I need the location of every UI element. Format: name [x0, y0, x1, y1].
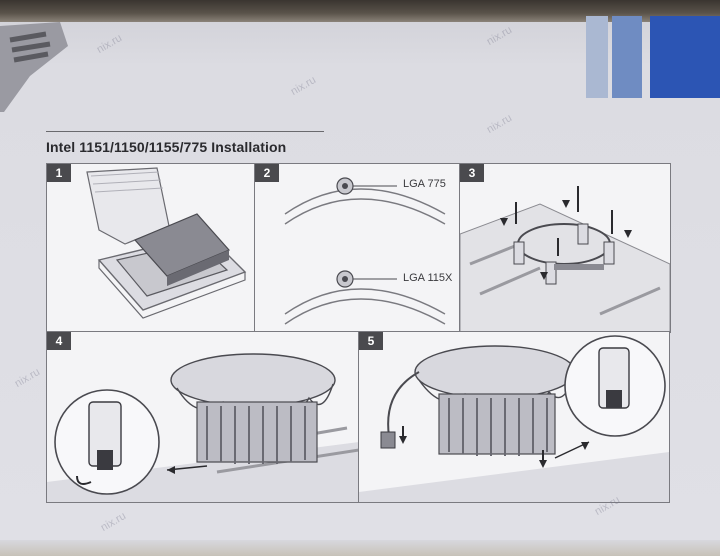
watermark: nix.ru	[12, 366, 43, 390]
page-title: Intel 1151/1150/1155/775 Installation	[46, 139, 287, 155]
corner-fan-graphic	[0, 22, 68, 112]
watermark: nix.ru	[98, 510, 129, 534]
lga-115x-label: LGA 115X	[403, 272, 453, 284]
step-panel-4: 4	[46, 331, 360, 503]
cooler-mounting-illustration	[47, 353, 359, 502]
step-number: 3	[460, 164, 484, 182]
watermark: nix.ru	[484, 24, 515, 48]
step-panel-1: 1	[46, 163, 256, 333]
step-panel-5: 5	[358, 331, 670, 503]
mounting-hole-illustration	[284, 177, 446, 325]
blue-stripe-dark	[650, 16, 720, 98]
blue-stripe-mid	[612, 16, 642, 98]
watermark: nix.ru	[288, 74, 319, 98]
fan-connect-illustration	[359, 335, 669, 502]
heading-rule	[46, 131, 324, 132]
step-number: 1	[47, 164, 71, 182]
lga-775-label: LGA 775	[403, 178, 446, 190]
watermark: nix.ru	[484, 112, 515, 136]
step-number: 4	[47, 332, 71, 350]
step-panel-3: 3	[459, 163, 671, 333]
blue-stripe-light	[586, 16, 608, 98]
step-number: 2	[255, 164, 279, 182]
box-top-flap	[0, 0, 720, 22]
step-number: 5	[359, 332, 383, 350]
box-bottom-edge	[0, 540, 720, 556]
thermal-paste-illustration	[86, 167, 247, 319]
watermark: nix.ru	[94, 32, 125, 56]
step-panel-2: 2 LGA 775 LGA 115X	[254, 163, 461, 333]
cooler-placement-illustration	[460, 186, 670, 332]
